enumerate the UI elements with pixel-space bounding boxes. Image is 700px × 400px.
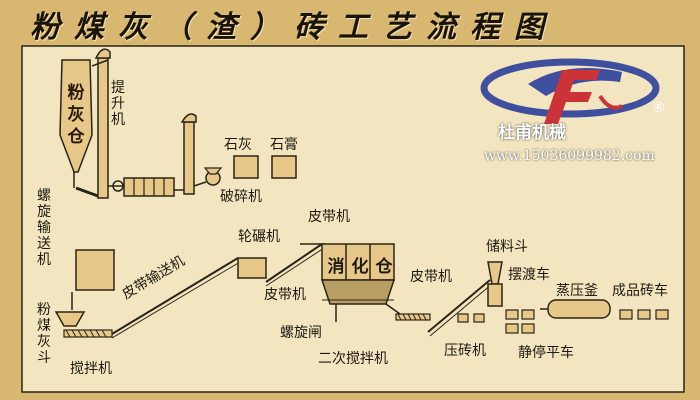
elevator-2 <box>174 113 197 195</box>
digestion-silo <box>320 243 396 305</box>
fly-ash-silo <box>59 59 93 188</box>
raw-material-bin <box>75 249 115 291</box>
car-block-1 <box>505 309 519 320</box>
car-block-3 <box>505 323 519 334</box>
press-block-1 <box>457 313 469 323</box>
label-belt-conveyor-1: 皮带机 <box>308 209 350 225</box>
press-block-2 <box>473 313 485 323</box>
label-elevator: 提升机 <box>111 80 125 128</box>
logo-company-name: 杜甫机械 <box>498 123 566 143</box>
belt-conveyor-long <box>111 257 241 339</box>
storage-hopper <box>487 261 503 307</box>
label-wheel-mill: 轮碾机 <box>238 229 280 245</box>
label-brick-press: 压砖机 <box>444 343 486 359</box>
belt-conveyor-3 <box>427 279 493 337</box>
label-gypsum: 石膏 <box>270 137 298 153</box>
digestion-silo-char-1: 消 <box>327 257 345 277</box>
gypsum-bin <box>271 155 297 179</box>
car-block-2 <box>521 309 535 320</box>
label-finished-brick-car: 成品砖车 <box>612 283 668 299</box>
logo-mark <box>480 58 660 124</box>
label-resting-car: 静停平车 <box>518 345 574 361</box>
finished-block-1 <box>619 309 633 320</box>
label-fly-ash-silo: 粉灰仓 <box>67 83 85 147</box>
label-autoclave: 蒸压釜 <box>556 283 598 299</box>
label-crusher: 破碎机 <box>220 189 262 205</box>
elevator <box>91 48 111 199</box>
finished-block-2 <box>637 309 651 320</box>
drum-mill <box>108 177 175 197</box>
secondary-mixer <box>385 303 431 321</box>
screw-conveyor <box>75 186 99 198</box>
diagram-title: 粉煤灰（渣）砖工艺流程图 <box>30 10 558 45</box>
lime-bin <box>233 155 259 179</box>
mixer <box>63 329 113 338</box>
label-secondary-mixer: 二次搅拌机 <box>318 351 388 367</box>
label-ferry-car: 摆渡车 <box>508 267 550 283</box>
logo-url: www.15036099982.com <box>484 148 655 164</box>
registered-mark: ® <box>652 100 666 116</box>
label-fly-ash-hopper: 粉煤灰斗 <box>37 302 51 366</box>
digestion-silo-char-2: 化 <box>351 257 369 277</box>
label-storage-hopper: 储料斗 <box>486 239 528 255</box>
label-lime: 石灰 <box>224 137 252 153</box>
label-screw-conveyor: 螺旋输送机 <box>37 188 51 268</box>
crusher <box>193 167 223 187</box>
autoclave <box>540 299 611 319</box>
diagram-panel <box>21 45 685 393</box>
label-mixer: 搅拌机 <box>70 361 112 377</box>
label-belt-conveyor-3: 皮带机 <box>410 269 452 285</box>
car-block-4 <box>521 323 535 334</box>
fly-ash-hopper <box>54 292 86 327</box>
wheel-mill <box>237 257 267 279</box>
label-belt-conveyor-2: 皮带机 <box>264 287 306 303</box>
digestion-silo-char-3: 仓 <box>375 257 393 277</box>
finished-block-3 <box>655 309 669 320</box>
label-screw-gate: 螺旋闸 <box>280 325 322 341</box>
